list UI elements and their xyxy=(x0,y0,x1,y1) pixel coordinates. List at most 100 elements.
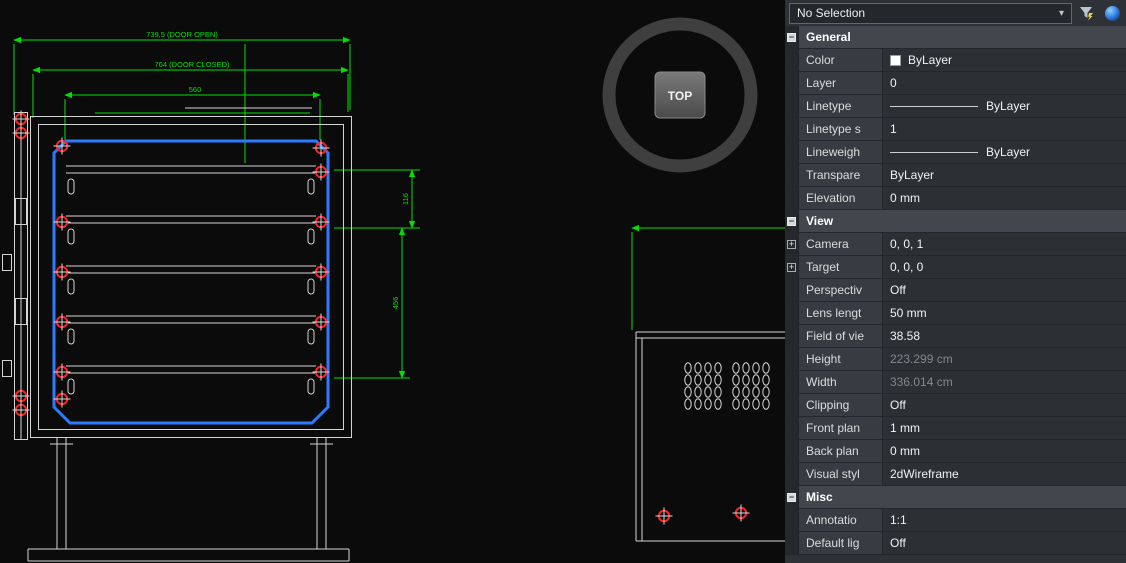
property-value[interactable]: ByLayer xyxy=(883,141,1126,163)
property-name: Lens lengt xyxy=(799,302,883,324)
row-gutter[interactable]: + xyxy=(785,256,799,278)
property-value-text: ByLayer xyxy=(986,145,1031,159)
viewcube-top-label[interactable]: TOP xyxy=(668,89,692,103)
property-value[interactable]: 0 mm xyxy=(883,187,1126,209)
collapse-icon[interactable]: − xyxy=(787,491,796,502)
property-value[interactable]: Off xyxy=(883,279,1126,301)
snap-markers-front xyxy=(11,109,331,420)
property-value[interactable]: Off xyxy=(883,532,1126,554)
property-value[interactable]: 38.58 xyxy=(883,325,1126,347)
dimension-116[interactable] xyxy=(334,169,420,229)
property-value[interactable]: 50 mm xyxy=(883,302,1126,324)
property-row-width[interactable]: Width 336.014 cm xyxy=(785,371,1126,394)
property-value[interactable]: Off xyxy=(883,394,1126,416)
section-gutter[interactable]: − xyxy=(785,210,799,232)
property-row-linetype[interactable]: Linetype ByLayer xyxy=(785,95,1126,118)
dim-label-116: 116 xyxy=(401,193,410,205)
property-row-annotation-scale[interactable]: Annotatio 1:1 xyxy=(785,509,1126,532)
property-value-text: ByLayer xyxy=(986,99,1031,113)
cabinet-front-view[interactable] xyxy=(2,107,352,562)
property-row-clipping[interactable]: Clipping Off xyxy=(785,394,1126,417)
property-value[interactable]: 2dWireframe xyxy=(883,463,1126,485)
row-gutter xyxy=(785,141,799,163)
snap-markers-top-view xyxy=(654,503,751,526)
property-row-elevation[interactable]: Elevation 0 mm xyxy=(785,187,1126,210)
collapse-icon[interactable]: − xyxy=(787,215,796,226)
property-name: Default lig xyxy=(799,532,883,554)
property-row-linetype-scale[interactable]: Linetype s 1 xyxy=(785,118,1126,141)
property-row-front-plane[interactable]: Front plan 1 mm xyxy=(785,417,1126,440)
property-row-default-lighting[interactable]: Default lig Off xyxy=(785,532,1126,555)
property-value[interactable]: 1 mm xyxy=(883,417,1126,439)
property-value[interactable]: 0, 0, 0 xyxy=(883,256,1126,278)
property-name: Clipping xyxy=(799,394,883,416)
expand-icon[interactable]: + xyxy=(787,261,796,272)
property-value[interactable]: 0 xyxy=(883,72,1126,94)
row-gutter[interactable]: + xyxy=(785,233,799,255)
properties-header: No Selection ▾ xyxy=(785,0,1126,26)
property-value[interactable]: ByLayer xyxy=(883,95,1126,117)
dim-label-door-closed: 764 (DOOR CLOSED) xyxy=(154,60,230,69)
property-row-camera[interactable]: + Camera 0, 0, 1 xyxy=(785,233,1126,256)
property-row-field-of-view[interactable]: Field of vie 38.58 xyxy=(785,325,1126,348)
row-gutter xyxy=(785,532,799,554)
collapse-icon[interactable]: − xyxy=(787,31,796,42)
row-gutter xyxy=(785,118,799,140)
dimension-top-view[interactable] xyxy=(631,224,785,330)
select-entities-icon[interactable] xyxy=(1102,3,1122,23)
property-name: Layer xyxy=(799,72,883,94)
property-name: Front plan xyxy=(799,417,883,439)
property-row-perspective[interactable]: Perspectiv Off xyxy=(785,279,1126,302)
property-row-target[interactable]: + Target 0, 0, 0 xyxy=(785,256,1126,279)
property-value[interactable]: 1 xyxy=(883,118,1126,140)
dimension-door-closed[interactable] xyxy=(32,66,349,118)
section-header-general[interactable]: − General xyxy=(785,26,1126,49)
property-name: Target xyxy=(799,256,883,278)
row-gutter xyxy=(785,72,799,94)
property-name: Color xyxy=(799,49,883,71)
property-name: Field of vie xyxy=(799,325,883,347)
drawing-svg[interactable]: 739,5 (DOOR OPEN) 764 (DOOR CLOSED) 560 xyxy=(0,0,785,563)
properties-grid: − General Color ByLayer Layer 0 Linetype xyxy=(785,26,1126,563)
section-header-view[interactable]: − View xyxy=(785,210,1126,233)
property-name: Transpare xyxy=(799,164,883,186)
property-value[interactable]: 0, 0, 1 xyxy=(883,233,1126,255)
property-name: Camera xyxy=(799,233,883,255)
property-row-visual-style[interactable]: Visual styl 2dWireframe xyxy=(785,463,1126,486)
selected-door-frame-entity[interactable] xyxy=(52,139,330,425)
dimension-door-open[interactable] xyxy=(13,36,351,115)
property-value[interactable]: 1:1 xyxy=(883,509,1126,531)
property-row-color[interactable]: Color ByLayer xyxy=(785,49,1126,72)
property-name: Elevation xyxy=(799,187,883,209)
viewcube[interactable]: TOP xyxy=(602,17,758,173)
property-name: Visual styl xyxy=(799,463,883,485)
selection-dropdown[interactable]: No Selection ▾ xyxy=(789,2,1072,24)
section-gutter[interactable]: − xyxy=(785,486,799,508)
dimension-456[interactable] xyxy=(334,227,410,379)
property-value-text: ByLayer xyxy=(908,53,953,67)
property-value[interactable]: ByLayer xyxy=(883,164,1126,186)
drawing-canvas[interactable]: 739,5 (DOOR OPEN) 764 (DOOR CLOSED) 560 xyxy=(0,0,785,563)
viewcube-top-face[interactable] xyxy=(654,71,706,119)
property-row-transparency[interactable]: Transpare ByLayer xyxy=(785,164,1126,187)
row-gutter xyxy=(785,302,799,324)
property-row-layer[interactable]: Layer 0 xyxy=(785,72,1126,95)
section-gutter[interactable]: − xyxy=(785,26,799,48)
property-row-lens-length[interactable]: Lens lengt 50 mm xyxy=(785,302,1126,325)
row-gutter xyxy=(785,95,799,117)
property-row-height[interactable]: Height 223.299 cm xyxy=(785,348,1126,371)
viewcube-ring[interactable] xyxy=(602,17,758,173)
property-value[interactable]: ByLayer xyxy=(883,49,1126,71)
expand-icon[interactable]: + xyxy=(787,238,796,249)
cabinet-top-view[interactable] xyxy=(635,331,785,542)
dimension-560[interactable] xyxy=(64,44,321,163)
property-row-lineweight[interactable]: Lineweigh ByLayer xyxy=(785,141,1126,164)
row-gutter xyxy=(785,49,799,71)
section-header-misc[interactable]: − Misc xyxy=(785,486,1126,509)
property-value[interactable]: 0 mm xyxy=(883,440,1126,462)
property-row-back-plane[interactable]: Back plan 0 mm xyxy=(785,440,1126,463)
property-name: Perspectiv xyxy=(799,279,883,301)
quick-filter-icon[interactable] xyxy=(1077,3,1097,23)
property-name: Lineweigh xyxy=(799,141,883,163)
